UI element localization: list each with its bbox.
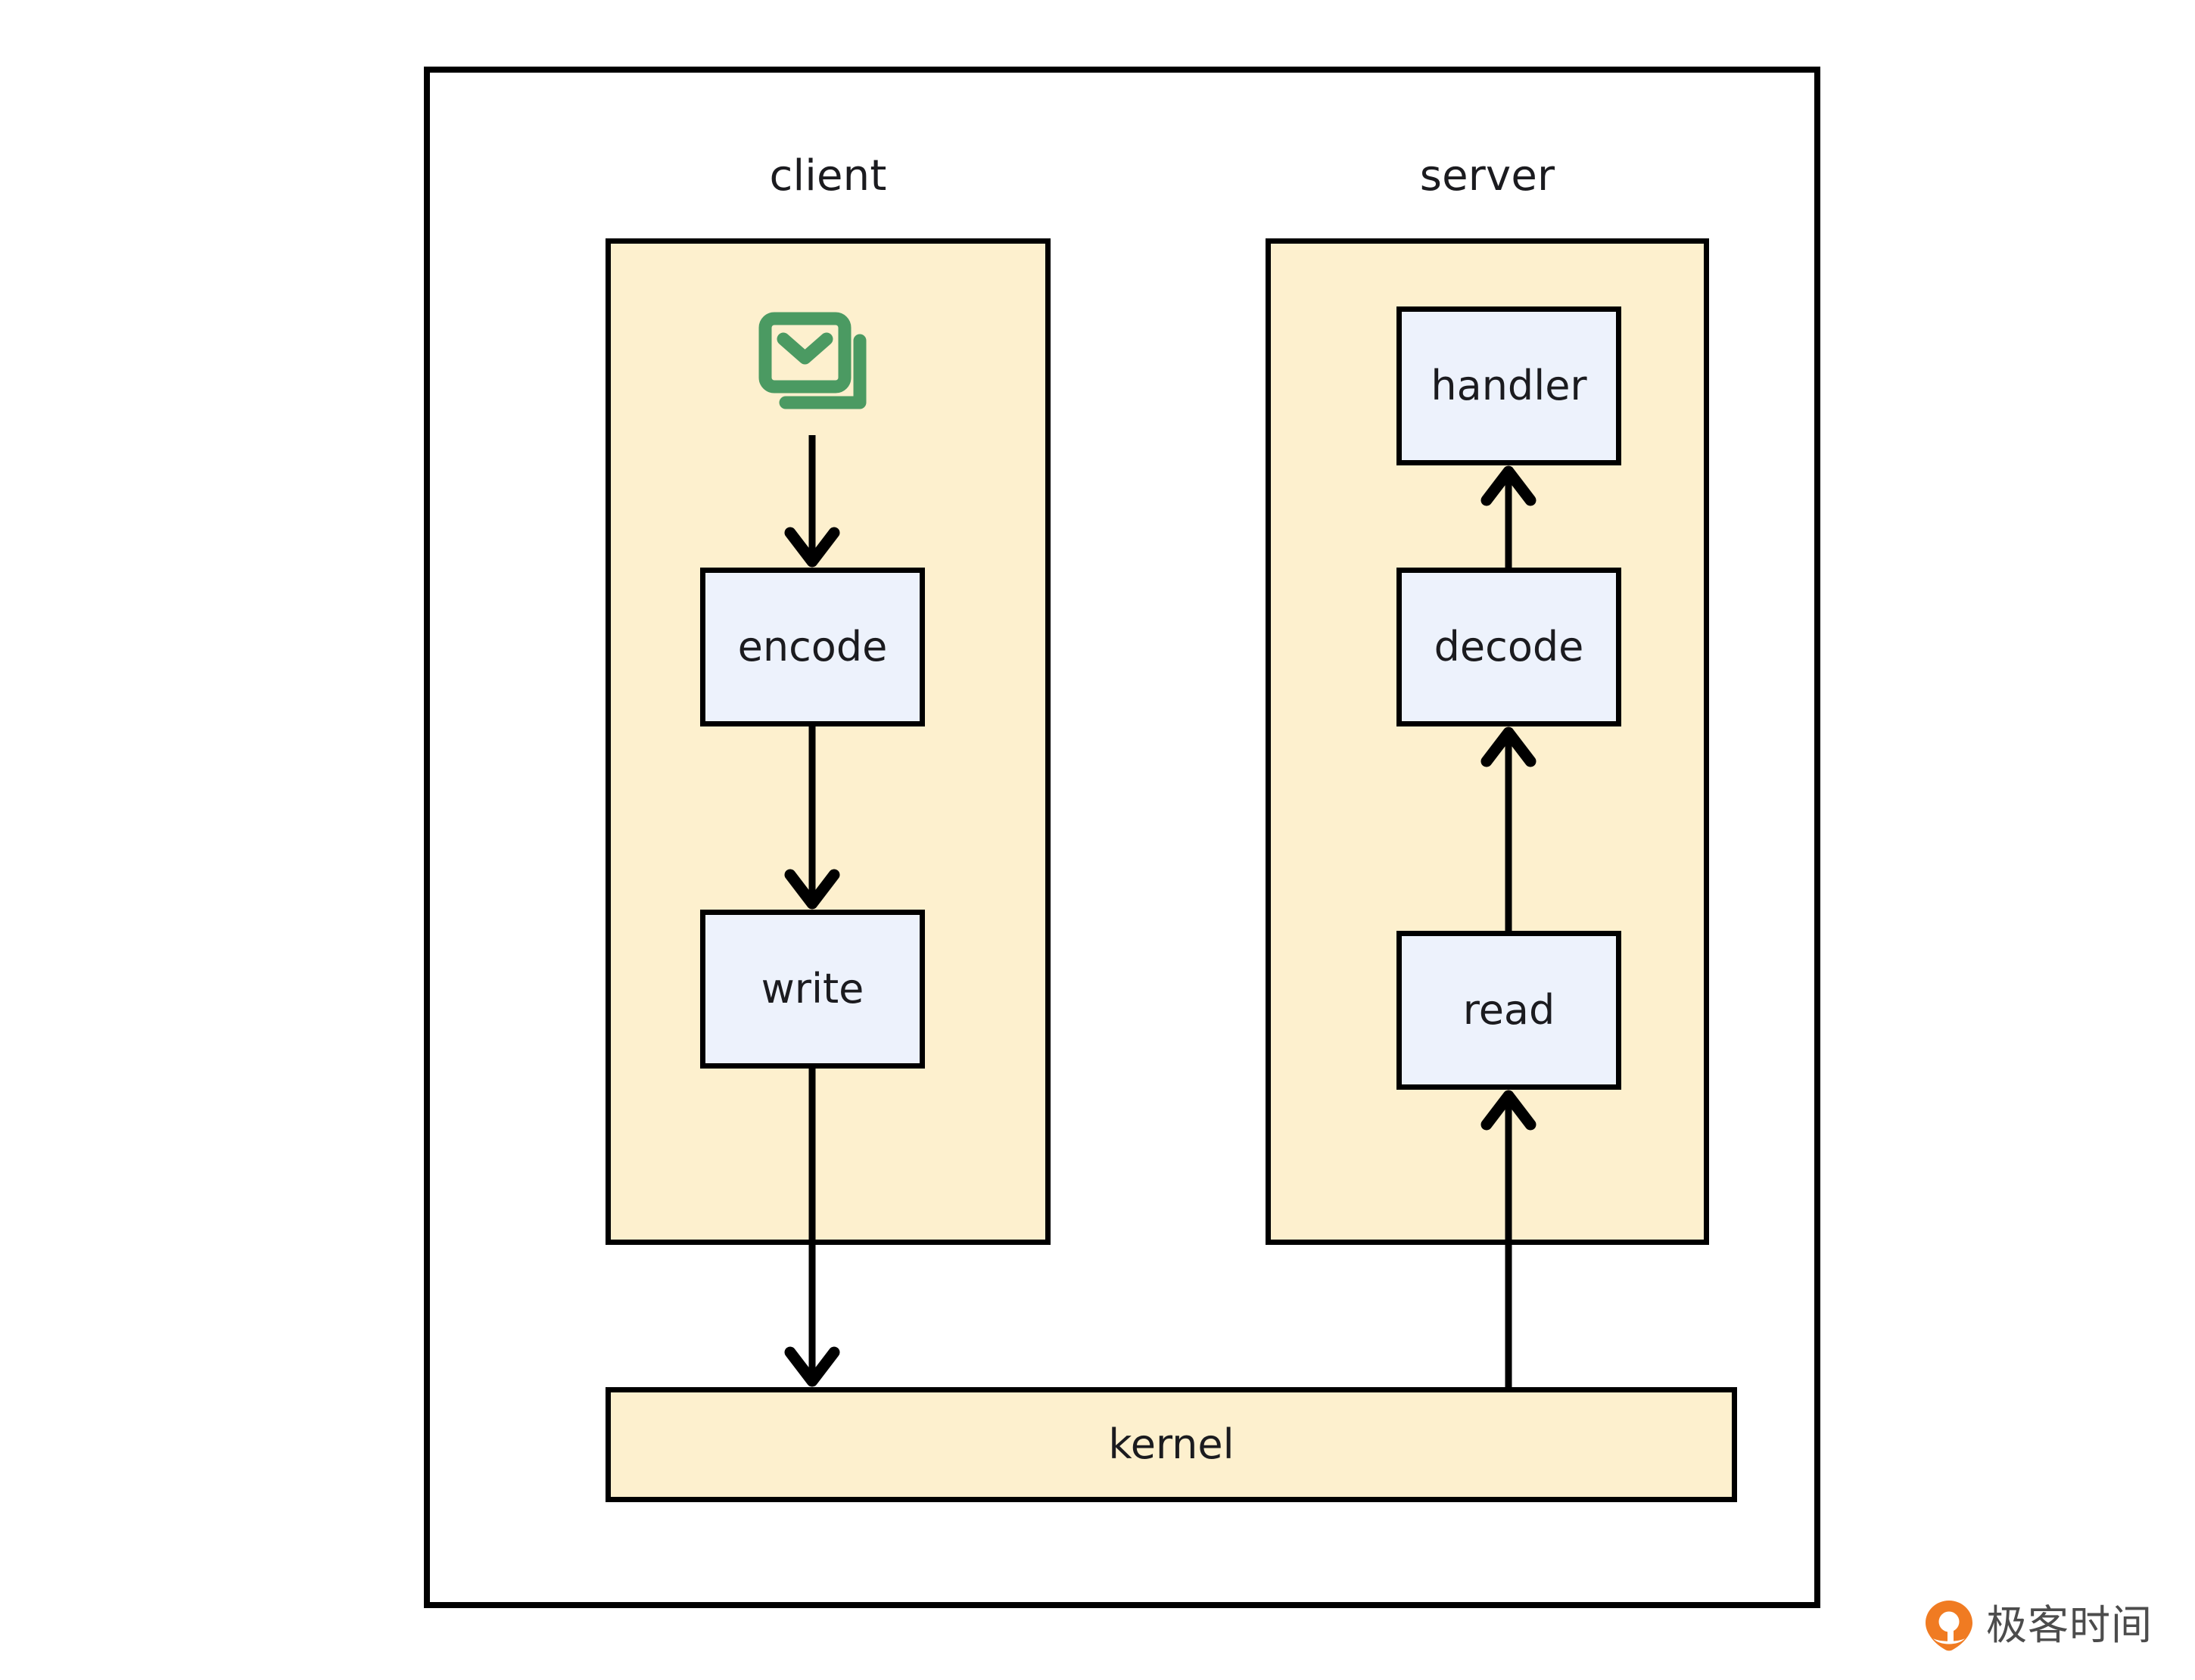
geektime-pin-logo-icon — [1926, 1601, 1972, 1651]
watermark: 极客时间 — [1923, 1595, 2172, 1656]
process-box-write[interactable]: write — [700, 910, 925, 1069]
lane-title-client: client — [769, 151, 887, 201]
process-label-read: read — [1462, 986, 1555, 1034]
process-box-handler[interactable]: handler — [1396, 306, 1621, 465]
kernel-label: kernel — [1108, 1420, 1234, 1468]
kernel-band[interactable]: kernel — [606, 1387, 1737, 1502]
process-box-read[interactable]: read — [1396, 931, 1621, 1090]
process-label-encode: encode — [737, 623, 888, 670]
watermark-text: 极客时间 — [1986, 1601, 2153, 1649]
stacked-envelope-icon — [757, 310, 878, 424]
lane-title-server: server — [1419, 151, 1555, 201]
process-label-decode: decode — [1434, 623, 1584, 670]
process-label-write: write — [761, 965, 864, 1013]
process-label-handler: handler — [1431, 362, 1587, 409]
process-box-decode[interactable]: decode — [1396, 568, 1621, 726]
process-box-encode[interactable]: encode — [700, 568, 925, 726]
